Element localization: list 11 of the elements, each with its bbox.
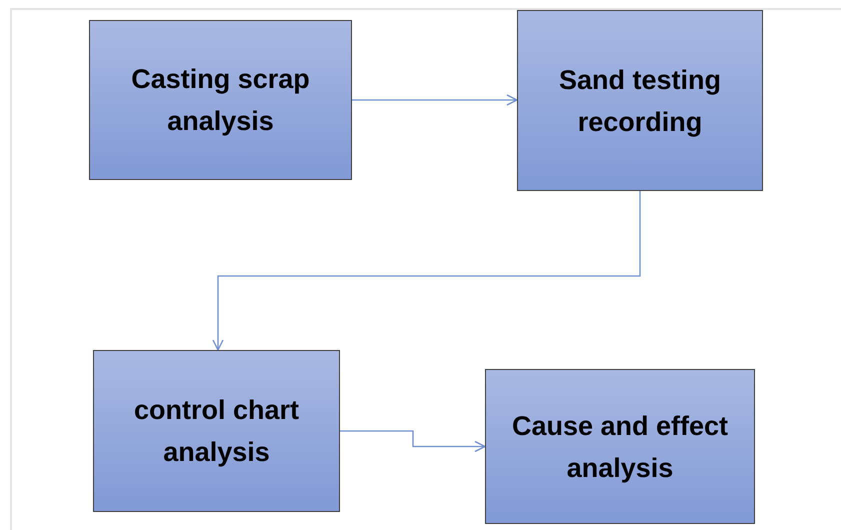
box-label: control chart analysis xyxy=(132,394,300,469)
process-box xyxy=(485,369,755,524)
box-label: Casting scrap analysis xyxy=(130,63,311,138)
arrow xyxy=(340,430,486,452)
arrow xyxy=(352,94,518,106)
box-label: Cause and effect analysis xyxy=(510,410,730,485)
process-box xyxy=(517,10,763,191)
box-label: Sand testing recording xyxy=(558,64,722,139)
process-box xyxy=(89,20,352,180)
process-box xyxy=(93,350,340,512)
arrow xyxy=(212,191,641,351)
